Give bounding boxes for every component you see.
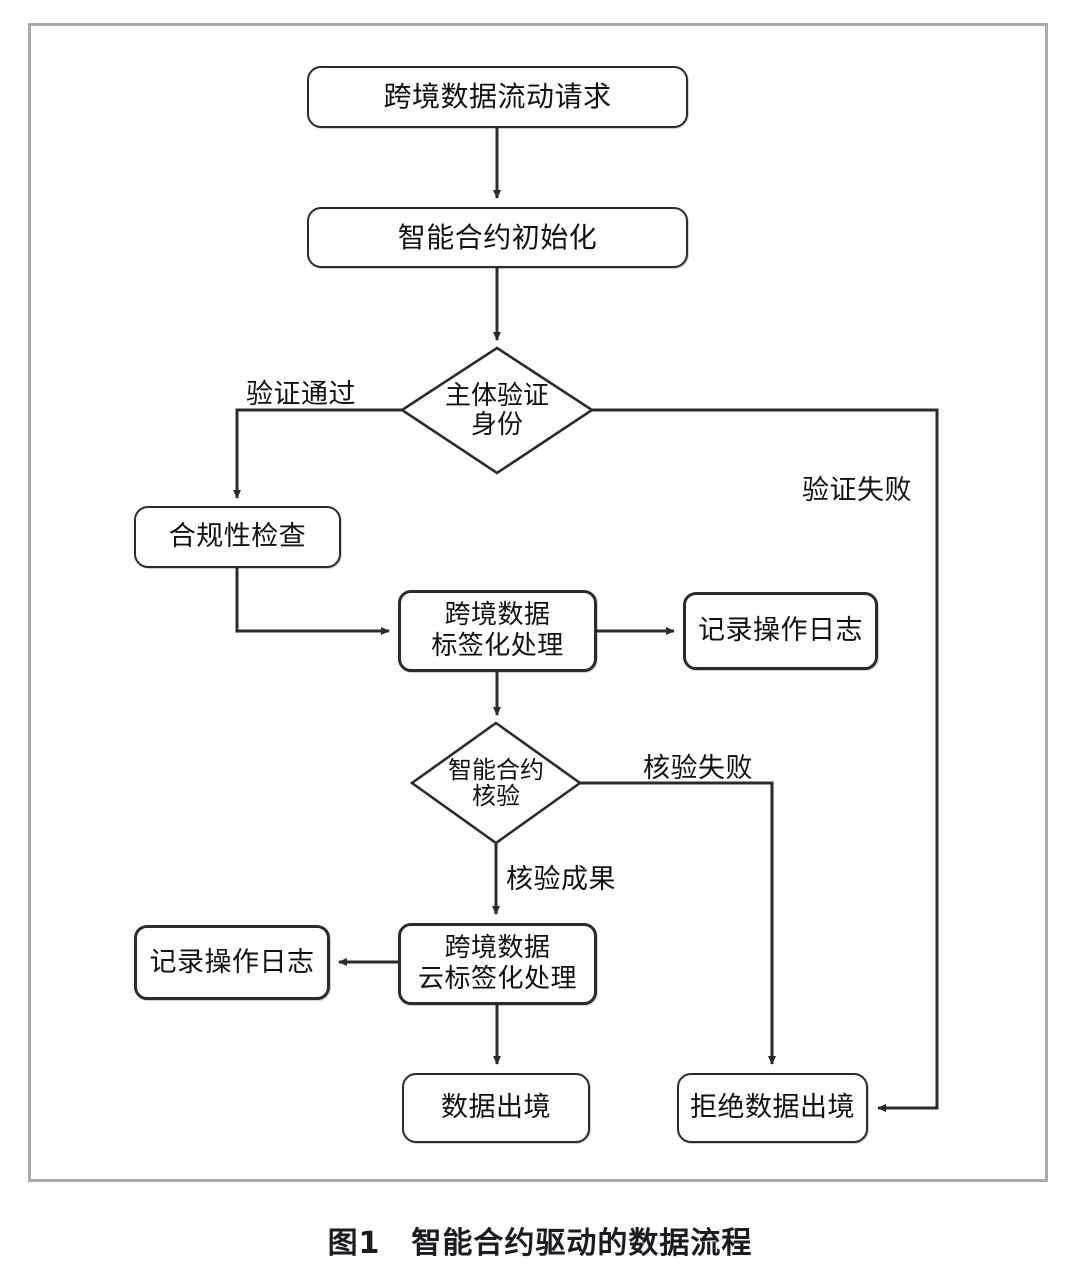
edge-label-verify-fail: 验证失败 <box>802 475 912 506</box>
contract-verify-decision-diamond <box>409 721 583 845</box>
node-label: 记录操作日志 <box>149 946 315 978</box>
node-operation-log-top: 记录操作日志 <box>683 592 878 670</box>
node-label: 跨境数据 标签化处理 <box>431 600 564 661</box>
node-label: 记录操作日志 <box>698 615 863 647</box>
figure-caption: 图1 智能合约驱动的数据流程 <box>327 1226 753 1261</box>
node-label: 智能合约初始化 <box>397 220 598 254</box>
edge-identity-fail-to-reject <box>592 408 939 1112</box>
edge-label-check-fail: 核验失败 <box>643 753 753 784</box>
node-cross-border-cloud-tagging: 跨境数据 云标签化处理 <box>398 923 597 1005</box>
node-cross-border-data-tagging: 跨境数据 标签化处理 <box>398 590 597 672</box>
node-label: 跨境数据流动请求 <box>383 80 612 114</box>
node-label: 数据出境 <box>441 1092 551 1124</box>
node-data-export: 数据出境 <box>402 1073 590 1143</box>
identity-decision-diamond <box>399 346 595 475</box>
node-reject-data-export: 拒绝数据出境 <box>677 1073 868 1143</box>
node-smart-contract-init: 智能合约初始化 <box>307 207 688 268</box>
edge-verify-fail-to-reject <box>580 781 776 1065</box>
node-label: 跨境数据 云标签化处理 <box>417 933 577 994</box>
node-operation-log-bottom: 记录操作日志 <box>134 925 330 1000</box>
edge-identity-pass-to-compliance <box>233 408 402 499</box>
node-label: 合规性检查 <box>168 521 307 553</box>
node-cross-border-data-request: 跨境数据流动请求 <box>307 66 688 128</box>
edge-label-verify-pass: 验证通过 <box>246 379 356 410</box>
edge-compliance-to-tagging <box>235 568 390 635</box>
node-compliance-check: 合规性检查 <box>134 506 341 568</box>
edge-label-check-success: 核验成果 <box>506 864 616 895</box>
node-label: 拒绝数据出境 <box>690 1092 855 1124</box>
